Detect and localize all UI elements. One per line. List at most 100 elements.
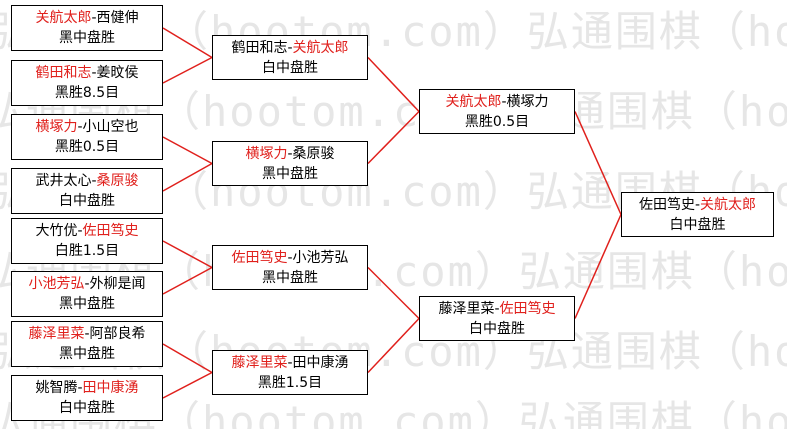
connector-line (162, 162, 213, 192)
match-players: 鹤田和志-关航太郎 (213, 38, 367, 58)
match-players: 佐田笃史-关航太郎 (622, 195, 773, 215)
player-black: 武井太心 (35, 173, 92, 189)
player-black: 鹤田和志 (35, 65, 92, 81)
match-result: 白中盘胜 (262, 60, 318, 76)
player-black: 藤泽里菜 (231, 355, 288, 371)
match-players: 大竹优-佐田笃史 (12, 221, 162, 241)
player-black: 鹤田和志 (231, 40, 288, 56)
player-white: 桑原骏 (292, 146, 335, 162)
connector-line (367, 56, 420, 113)
connector-line (162, 136, 213, 165)
connector-line (574, 111, 622, 215)
match-result: 黑胜1.5目 (257, 375, 323, 391)
match-result: 白中盘胜 (59, 193, 115, 209)
player-black: 横塚力 (245, 146, 288, 162)
match-players: 佐田笃史-小池芳弘 (213, 248, 367, 268)
match-box-round1-1: 关航太郎-西健伸黑中盘胜 (11, 5, 163, 51)
connector-line (162, 343, 213, 374)
connector-line (162, 27, 213, 59)
match-players: 关航太郎-横塚力 (420, 92, 574, 112)
versus-dash: - (287, 250, 293, 266)
match-players: 鹤田和志-姜旼侯 (12, 63, 162, 83)
match-box-round1-4: 武井太心-桑原骏白中盘胜 (11, 168, 163, 214)
player-black: 佐田笃史 (231, 250, 288, 266)
match-result: 黑中盘胜 (262, 166, 318, 182)
match-players: 武井太心-桑原骏 (12, 171, 162, 191)
player-white: 阿部良希 (89, 326, 146, 342)
versus-dash: - (84, 276, 90, 292)
versus-dash: - (287, 40, 293, 56)
player-black: 横塚力 (35, 119, 78, 135)
versus-dash: - (91, 173, 97, 189)
player-white: 关航太郎 (292, 40, 349, 56)
player-black: 关航太郎 (35, 10, 92, 26)
match-players: 小池芳弘-外柳是闻 (12, 274, 162, 294)
match-result: 黑中盘胜 (262, 270, 318, 286)
versus-dash: - (84, 326, 90, 342)
connector-line (162, 371, 213, 399)
match-players: 姚智腾-田中康湧 (12, 378, 162, 398)
versus-dash: - (91, 65, 97, 81)
player-white: 小山空也 (82, 119, 139, 135)
connector-line (367, 266, 420, 320)
match-box-round3-1: 关航太郎-横塚力黑胜0.5目 (419, 89, 575, 134)
player-white: 田中康湧 (82, 380, 139, 396)
match-box-round1-8: 姚智腾-田中康湧白中盘胜 (11, 375, 163, 421)
match-result: 白中盘胜 (669, 217, 726, 233)
versus-dash: - (77, 119, 83, 135)
match-players: 横塚力-桑原骏 (213, 144, 367, 164)
versus-dash: - (501, 94, 507, 110)
versus-dash: - (694, 197, 701, 213)
match-players: 藤泽里菜-佐田笃史 (420, 299, 574, 319)
versus-dash: - (91, 10, 97, 26)
match-players: 藤泽里菜-田中康湧 (213, 353, 367, 373)
connector-line (574, 214, 622, 319)
player-black: 藤泽里菜 (438, 301, 495, 317)
connector-line (367, 110, 420, 165)
player-black: 佐田笃史 (638, 197, 695, 213)
match-players: 横塚力-小山空也 (12, 117, 162, 137)
match-result: 白中盘胜 (59, 400, 115, 416)
match-result: 黑胜8.5目 (54, 85, 120, 101)
match-result: 黑中盘胜 (59, 296, 115, 312)
connector-line (162, 56, 213, 84)
player-white: 外柳是闻 (89, 276, 146, 292)
player-white: 田中康湧 (292, 355, 349, 371)
player-white: 小池芳弘 (292, 250, 349, 266)
match-box-final-1: 佐田笃史-关航太郎白中盘胜 (621, 192, 774, 237)
player-white: 关航太郎 (700, 197, 757, 213)
match-players: 关航太郎-西健伸 (12, 8, 162, 28)
match-box-round2-4: 藤泽里菜-田中康湧黑胜1.5目 (212, 350, 368, 395)
match-box-round2-3: 佐田笃史-小池芳弘黑中盘胜 (212, 245, 368, 290)
versus-dash: - (77, 223, 83, 239)
player-black: 姚智腾 (35, 380, 78, 396)
player-white: 佐田笃史 (499, 301, 556, 317)
match-result: 黑胜0.5目 (464, 114, 530, 130)
match-result: 黑中盘胜 (59, 346, 115, 362)
match-box-round1-5: 大竹优-佐田笃史白胜1.5目 (11, 218, 163, 264)
match-box-round1-6: 小池芳弘-外柳是闻黑中盘胜 (11, 271, 163, 317)
player-black: 藤泽里菜 (28, 326, 85, 342)
versus-dash: - (287, 146, 293, 162)
connector-line (367, 317, 420, 374)
versus-dash: - (494, 301, 500, 317)
match-box-round2-1: 鹤田和志-关航太郎白中盘胜 (212, 35, 368, 80)
player-white: 姜旼侯 (96, 65, 139, 81)
match-box-round1-3: 横塚力-小山空也黑胜0.5目 (11, 114, 163, 160)
match-box-round2-2: 横塚力-桑原骏黑中盘胜 (212, 141, 368, 186)
match-result: 白中盘胜 (469, 321, 525, 337)
match-result: 黑中盘胜 (59, 30, 115, 46)
match-box-round1-7: 藤泽里菜-阿部良希黑中盘胜 (11, 321, 163, 367)
player-black: 大竹优 (35, 223, 78, 239)
connector-line (162, 266, 213, 295)
versus-dash: - (287, 355, 293, 371)
match-players: 藤泽里菜-阿部良希 (12, 324, 162, 344)
match-box-round3-2: 藤泽里菜-佐田笃史白中盘胜 (419, 296, 575, 341)
player-white: 桑原骏 (96, 173, 139, 189)
versus-dash: - (77, 380, 83, 396)
player-white: 横塚力 (506, 94, 549, 110)
connector-line (162, 240, 213, 269)
match-box-round1-2: 鹤田和志-姜旼侯黑胜8.5目 (11, 60, 163, 106)
player-black: 小池芳弘 (28, 276, 85, 292)
match-result: 黑胜0.5目 (54, 139, 120, 155)
